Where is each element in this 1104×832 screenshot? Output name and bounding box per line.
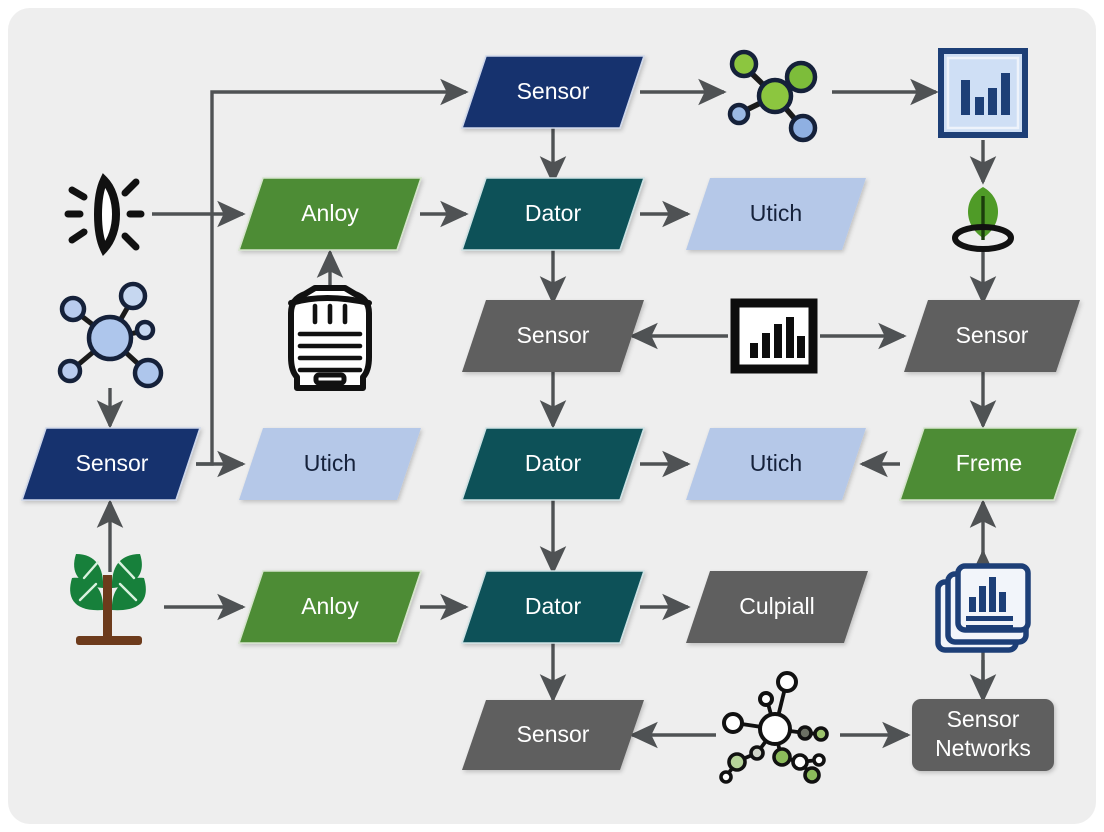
molecule-blue-icon bbox=[57, 281, 164, 389]
node-label: Sensor bbox=[517, 78, 590, 104]
node-label: Freme bbox=[956, 450, 1022, 476]
node-label: Utich bbox=[750, 200, 802, 226]
node-shape bbox=[898, 427, 1080, 501]
node-label-line2: Networks bbox=[935, 735, 1031, 761]
node-label: Utich bbox=[750, 450, 802, 476]
node-utich-left[interactable]: Utich bbox=[239, 428, 421, 500]
node-freme[interactable]: Freme bbox=[898, 427, 1080, 501]
node-label: Dator bbox=[525, 593, 582, 619]
node-label: Anloy bbox=[301, 200, 359, 226]
node-label: Sensor bbox=[517, 721, 590, 747]
node-shape bbox=[237, 570, 423, 644]
node-shape bbox=[239, 428, 421, 500]
leaf-ring-icon bbox=[952, 187, 1014, 252]
molecule-green-icon bbox=[727, 49, 818, 143]
node-culpiall[interactable]: Culpiall bbox=[686, 571, 868, 643]
node-shape bbox=[460, 570, 646, 644]
node-label: Utich bbox=[304, 450, 356, 476]
node-sensor-bottom[interactable]: Sensor bbox=[462, 700, 644, 770]
node-dator-bottom[interactable]: Dator bbox=[460, 570, 646, 644]
document-scroll-icon bbox=[288, 285, 372, 391]
node-label: Dator bbox=[525, 200, 582, 226]
report-stack-icon bbox=[935, 563, 1031, 653]
node-shape bbox=[686, 571, 868, 643]
node-sensor-mid[interactable]: Sensor bbox=[462, 300, 644, 372]
node-shape bbox=[462, 700, 644, 770]
node-label: Dator bbox=[525, 450, 582, 476]
node-label: Anloy bbox=[301, 593, 359, 619]
node-sensor-right[interactable]: Sensor bbox=[904, 300, 1080, 372]
node-utich-top[interactable]: Utich bbox=[686, 178, 866, 250]
node-label: Sensor bbox=[956, 322, 1029, 348]
node-shape bbox=[686, 428, 866, 500]
node-sensor-networks[interactable]: Sensor Networks bbox=[912, 699, 1054, 771]
bar-chart-black-icon bbox=[730, 298, 818, 374]
node-dator-top[interactable]: Dator bbox=[460, 177, 646, 251]
node-shape bbox=[904, 300, 1080, 372]
node-shape bbox=[460, 427, 646, 501]
node-shape bbox=[912, 699, 1054, 771]
node-sensor-left[interactable]: Sensor bbox=[20, 427, 202, 501]
network-graph-icon bbox=[719, 671, 829, 784]
node-shape bbox=[462, 300, 644, 372]
bar-chart-framed-icon bbox=[938, 48, 1028, 138]
node-label: Sensor bbox=[76, 450, 149, 476]
node-sensor-top[interactable]: Sensor bbox=[460, 55, 646, 129]
node-shape bbox=[460, 177, 646, 251]
node-shape bbox=[237, 177, 423, 251]
node-shape bbox=[20, 427, 202, 501]
light-rays-icon bbox=[64, 173, 145, 257]
node-label-line1: Sensor bbox=[947, 706, 1020, 732]
node-dator-mid[interactable]: Dator bbox=[460, 427, 646, 501]
node-anloy-top[interactable]: Anloy bbox=[237, 177, 423, 251]
node-shape bbox=[460, 55, 646, 129]
node-label: Sensor bbox=[517, 322, 590, 348]
node-shape bbox=[686, 178, 866, 250]
node-anloy-bottom[interactable]: Anloy bbox=[237, 570, 423, 644]
edge-layer bbox=[96, 78, 997, 749]
node-label: Culpiall bbox=[739, 593, 814, 619]
node-utich-mid[interactable]: Utich bbox=[686, 428, 866, 500]
plant-sprout-icon bbox=[70, 554, 146, 645]
